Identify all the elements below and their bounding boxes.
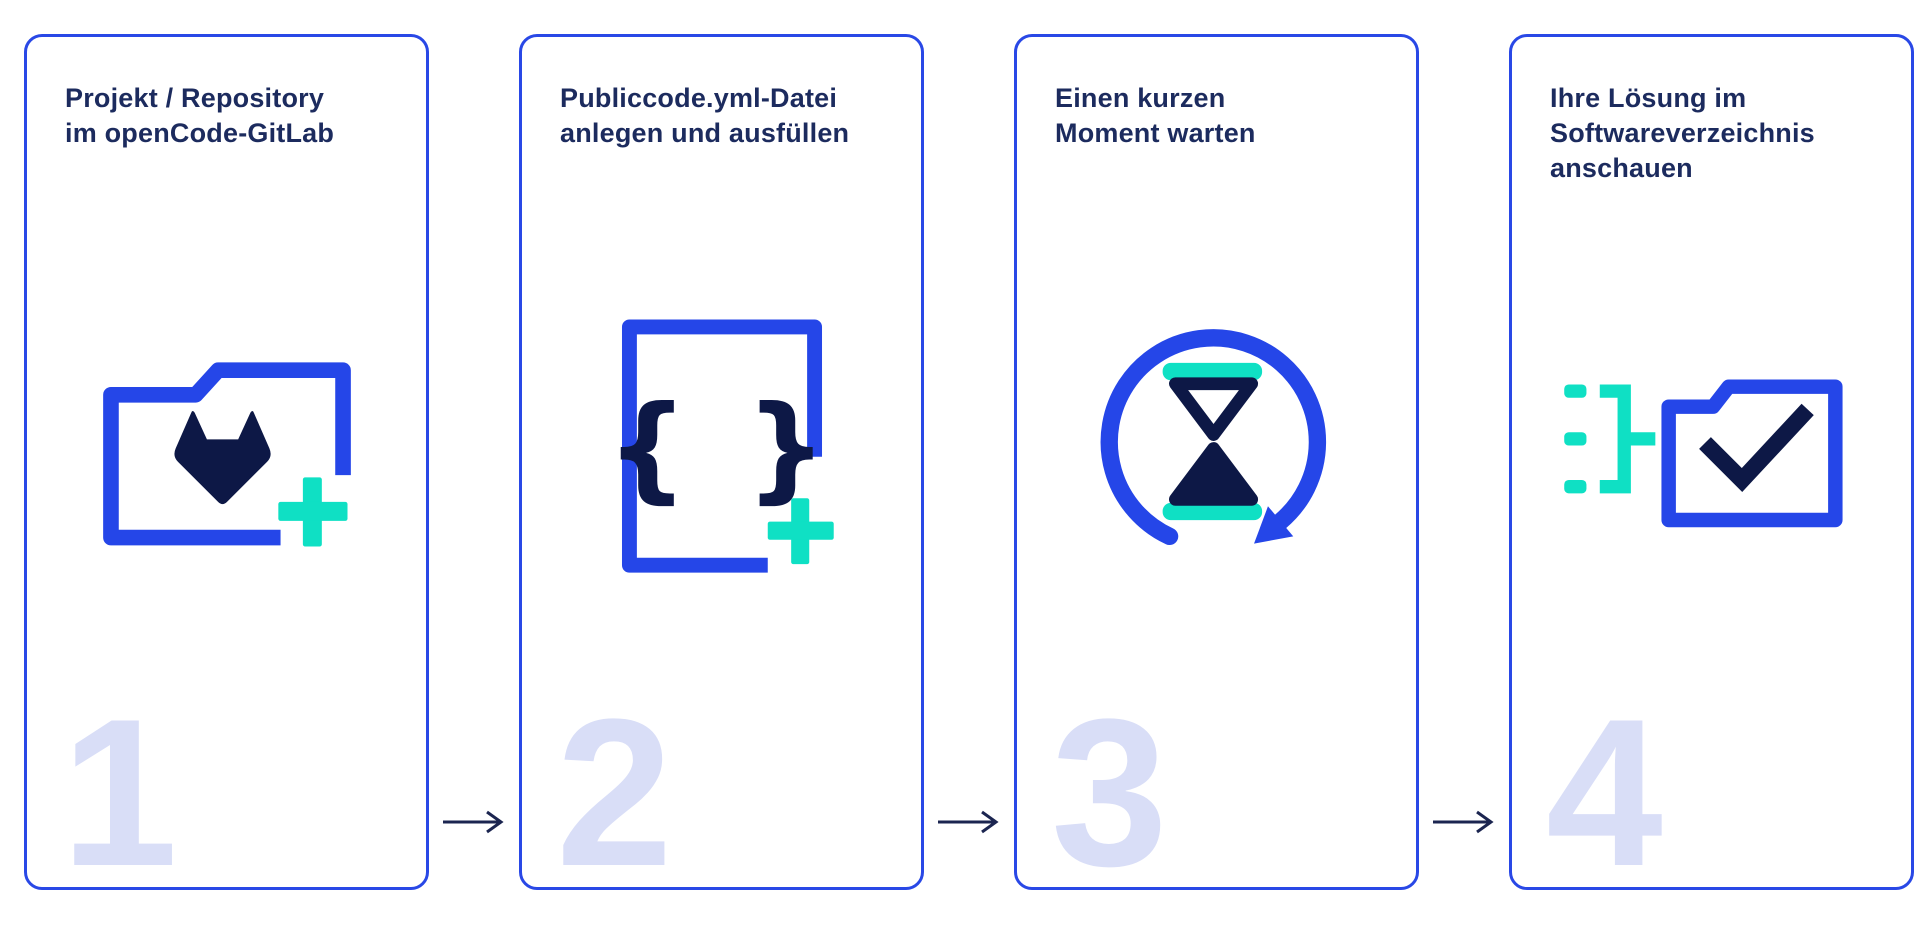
arrowhead-icon <box>1253 505 1293 544</box>
step-4-number: 4 <box>1546 675 1663 910</box>
right-arrow-icon <box>938 810 999 834</box>
curly-braces-icon: { } <box>610 381 834 515</box>
gitlab-repository-add-icon <box>27 272 426 617</box>
plus-icon <box>277 476 348 547</box>
right-arrow-icon <box>443 810 504 834</box>
step-card-4: Ihre Lösung im Softwareverzeichnis ansch… <box>1509 34 1914 910</box>
step-card-1: Projekt / Repository im openCode-GitLab … <box>24 34 429 910</box>
folder-check-merge-icon <box>1563 378 1843 527</box>
arrow-3 <box>1419 34 1509 890</box>
process-steps-diagram: Projekt / Repository im openCode-GitLab … <box>24 34 1914 910</box>
gitlab-folder-plus-icon <box>102 361 351 547</box>
step-card-2: Publiccode.yml-Datei anlegen und ausfüll… <box>519 34 924 910</box>
checkmark-icon <box>1698 403 1814 492</box>
step-card-3: Einen kurzen Moment warten 3 <box>1014 34 1419 910</box>
plus-icon <box>767 497 834 564</box>
step-2-number: 2 <box>556 675 673 910</box>
publiccode-file-add-icon: { } <box>522 272 921 617</box>
step-4-title: Ihre Lösung im Softwareverzeichnis ansch… <box>1550 83 1815 184</box>
right-arrow-icon <box>1433 810 1494 834</box>
folder-icon <box>1660 378 1843 527</box>
hourglass-icon <box>1162 362 1262 520</box>
hourglass-refresh-icon <box>1100 328 1326 545</box>
merge-lines-icon <box>1563 383 1655 493</box>
circular-arrow-icon <box>1100 328 1326 545</box>
software-directory-check-icon <box>1512 272 1911 617</box>
wait-refresh-hourglass-icon <box>1017 272 1416 617</box>
arrow-2 <box>924 34 1014 890</box>
code-file-plus-icon: { } <box>610 318 834 573</box>
step-3-number: 3 <box>1051 675 1168 910</box>
step-2-title: Publiccode.yml-Datei anlegen und ausfüll… <box>560 83 850 149</box>
arrow-1 <box>429 34 519 890</box>
gitlab-tanuki-icon <box>173 410 271 504</box>
step-1-number: 1 <box>61 675 178 910</box>
step-1-title: Projekt / Repository im openCode-GitLab <box>65 83 335 149</box>
step-3-title: Einen kurzen Moment warten <box>1055 83 1256 149</box>
